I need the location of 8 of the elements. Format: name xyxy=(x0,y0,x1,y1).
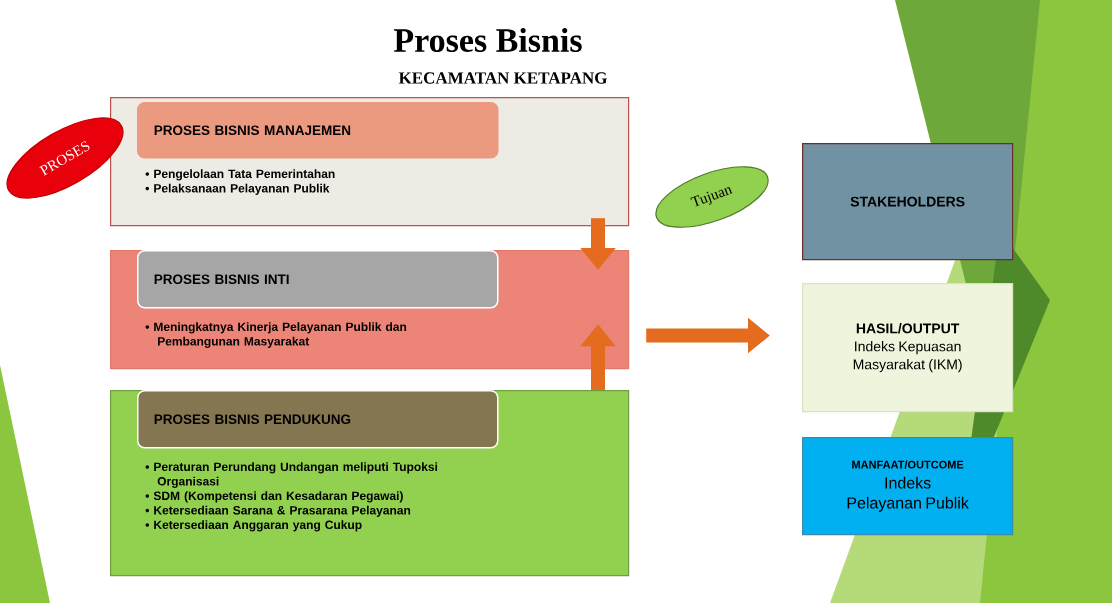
header-box: PROSES BISNIS INTI xyxy=(137,250,499,309)
header-box: PROSES BISNIS PENDUKUNG xyxy=(137,390,499,449)
result-box: MANFAAT/OUTCOME Indeks Pelayanan Publik xyxy=(802,437,1014,536)
title: Proses Bisnis xyxy=(393,28,582,52)
subtitle: KECAMATAN KETAPANG xyxy=(398,72,607,84)
result-box: STAKEHOLDERS xyxy=(802,143,1014,261)
result-box: HASIL/OUTPUT Indeks Kepuasan Masyarakat (IKM) xyxy=(802,283,1014,413)
header-box: PROSES BISNIS MANAJEMEN xyxy=(137,102,499,159)
